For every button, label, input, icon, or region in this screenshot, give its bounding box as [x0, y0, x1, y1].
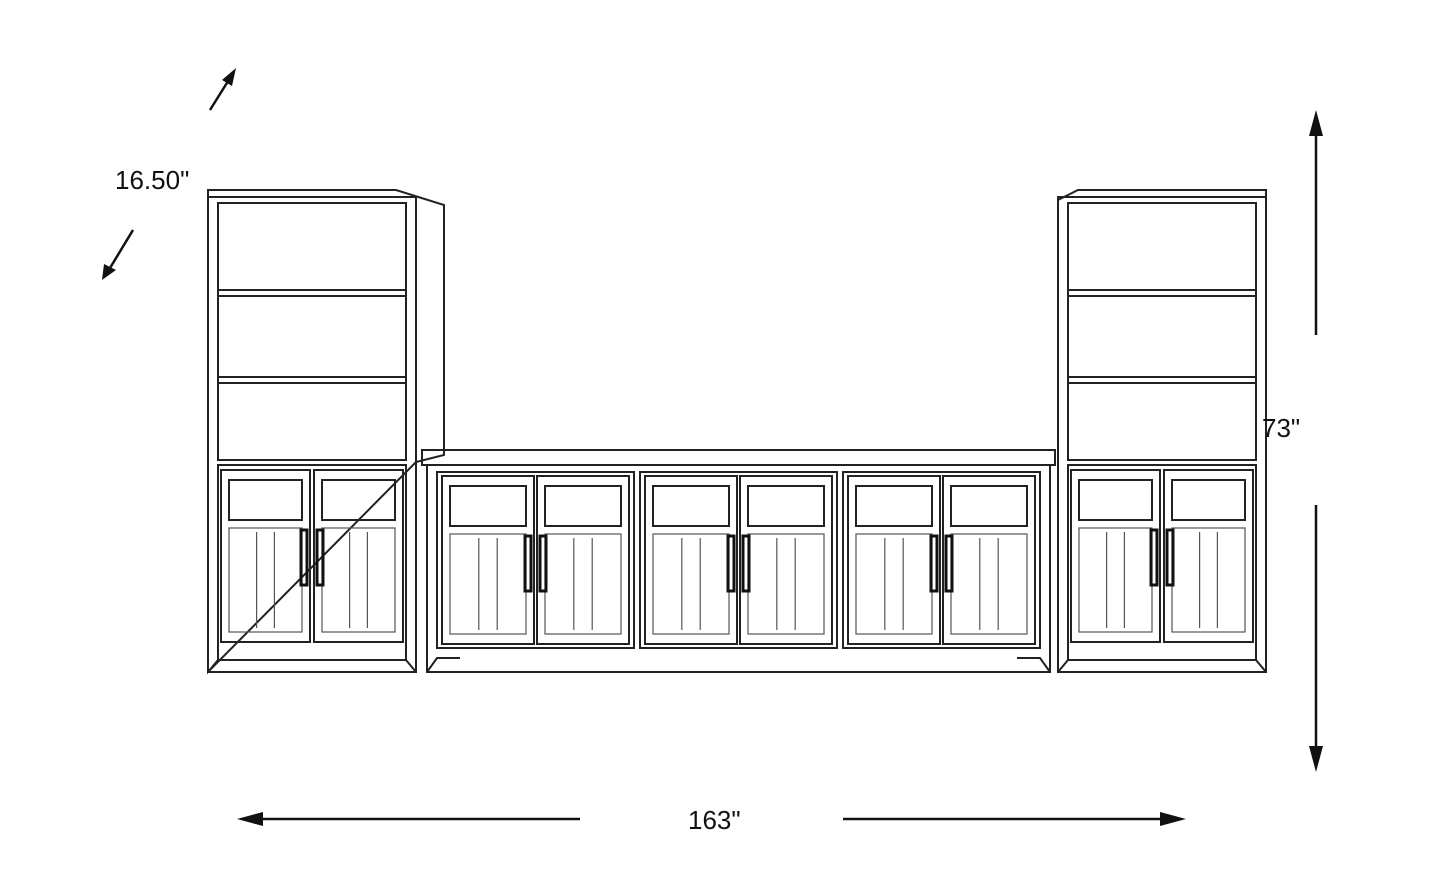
- center-console: [421, 449, 1056, 673]
- bookcase-shelf-opening: [1067, 202, 1257, 461]
- console-door-bay: [842, 471, 1041, 649]
- door-drawer-window: [855, 485, 933, 527]
- door-glass-panel: [747, 533, 825, 635]
- console-door-pair: [639, 471, 838, 649]
- door-glass-panel: [1078, 527, 1153, 633]
- door-handle: [929, 534, 939, 593]
- height-label: 73": [1262, 413, 1301, 443]
- door-drawer-window: [321, 479, 396, 521]
- bookcase-shelf: [217, 289, 407, 297]
- door-handle: [523, 534, 533, 593]
- depth-arrow-top: [208, 68, 236, 111]
- cabinet-door: [847, 475, 941, 645]
- door-glass-panel: [855, 533, 933, 635]
- depth-arrow-bottom: [102, 229, 135, 280]
- bookcase-foot: [376, 659, 417, 673]
- bookcase-foot: [1226, 659, 1267, 673]
- door-glass-panel: [652, 533, 730, 635]
- door-frame: [536, 475, 630, 645]
- door-drawer-window: [1171, 479, 1246, 521]
- bookcase-front: [1057, 196, 1267, 673]
- cabinet-door: [1070, 469, 1161, 643]
- console-foot: [426, 657, 460, 673]
- console-foot: [1017, 657, 1051, 673]
- cabinet-door: [644, 475, 738, 645]
- console-door-pair: [436, 471, 635, 649]
- door-drawer-window: [747, 485, 825, 527]
- door-frame: [644, 475, 738, 645]
- right-bookcase: [1057, 189, 1267, 673]
- door-handle: [315, 528, 325, 587]
- cabinet-door: [313, 469, 404, 643]
- bookcase-foot: [207, 659, 248, 673]
- door-drawer-window: [449, 485, 527, 527]
- door-glass-panel: [1171, 527, 1246, 633]
- door-drawer-window: [1078, 479, 1153, 521]
- door-glass-panel: [544, 533, 622, 635]
- console-door-bay: [639, 471, 838, 649]
- door-drawer-window: [544, 485, 622, 527]
- door-frame: [313, 469, 404, 643]
- width-arrow: [237, 812, 1186, 826]
- door-frame: [220, 469, 311, 643]
- door-handle: [299, 528, 309, 587]
- cabinet-door: [441, 475, 535, 645]
- bookcase-shelf: [217, 376, 407, 384]
- door-handle: [741, 534, 751, 593]
- door-drawer-window: [228, 479, 303, 521]
- door-glass-panel: [950, 533, 1028, 635]
- left-bookcase: [207, 189, 445, 675]
- bookcase-front: [207, 196, 417, 673]
- door-drawer-window: [950, 485, 1028, 527]
- door-frame: [847, 475, 941, 645]
- depth-label: 16.50": [115, 165, 190, 195]
- bookcase-foot: [1057, 659, 1098, 673]
- cabinet-door: [942, 475, 1036, 645]
- cabinet-door: [536, 475, 630, 645]
- bookcase-cabinet: [217, 464, 407, 661]
- door-glass-panel: [449, 533, 527, 635]
- door-frame: [1070, 469, 1161, 643]
- bookcase-outline: [207, 189, 445, 675]
- bookcase-shelf-opening: [217, 202, 407, 461]
- door-handle: [538, 534, 548, 593]
- door-frame: [1163, 469, 1254, 643]
- door-drawer-window: [652, 485, 730, 527]
- door-frame: [739, 475, 833, 645]
- console-top: [421, 449, 1056, 466]
- cabinet-door: [739, 475, 833, 645]
- width-label: 163": [688, 805, 741, 835]
- door-handle: [1165, 528, 1175, 587]
- door-handle: [1149, 528, 1159, 587]
- door-handle: [726, 534, 736, 593]
- door-frame: [441, 475, 535, 645]
- bookcase-shelf: [1067, 289, 1257, 297]
- door-frame: [942, 475, 1036, 645]
- bookcase-outline: [1057, 189, 1267, 673]
- cabinet-door: [220, 469, 311, 643]
- door-handle: [944, 534, 954, 593]
- door-glass-panel: [228, 527, 303, 633]
- height-arrow: [1309, 110, 1323, 772]
- cabinet-door: [1163, 469, 1254, 643]
- bookcase-cabinet: [1067, 464, 1257, 661]
- bookcase-shelf: [1067, 376, 1257, 384]
- console-body: [426, 464, 1051, 673]
- console-door-bay: [436, 471, 635, 649]
- door-glass-panel: [321, 527, 396, 633]
- console-door-pair: [842, 471, 1041, 649]
